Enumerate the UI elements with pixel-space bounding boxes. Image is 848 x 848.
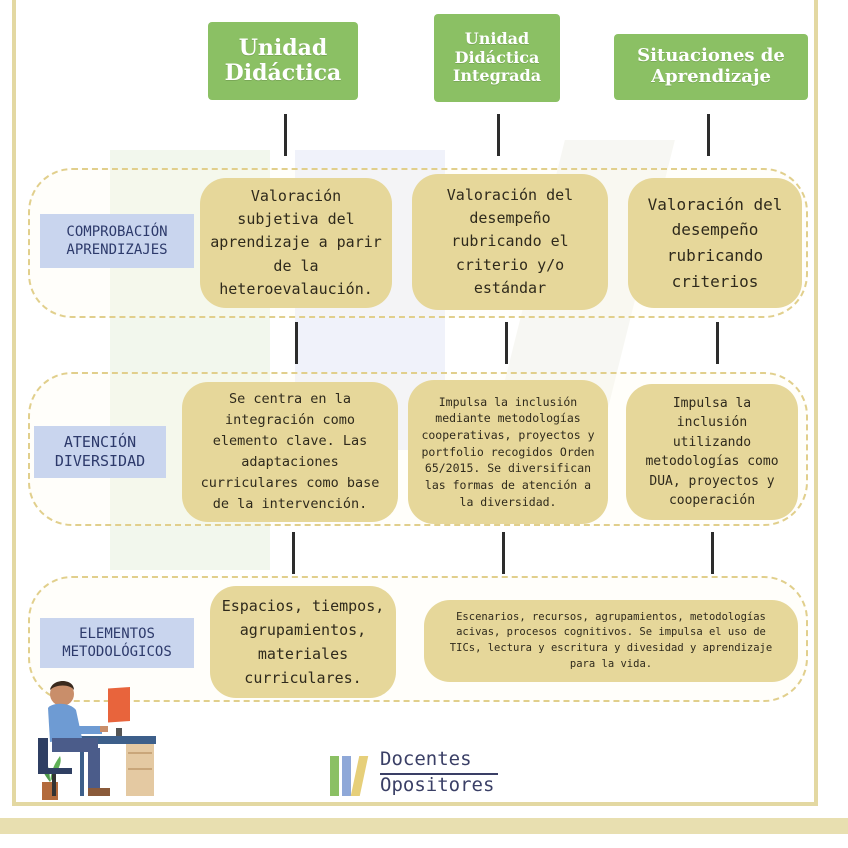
cell-comprobacion-unidad-integrada: Valoración del desempeño rubricando el c… [412, 174, 608, 310]
cell-comprobacion-situaciones: Valoración del desempeño rubricando crit… [628, 178, 802, 308]
cell-elementos-unidad-didactica: Espacios, tiempos, agrupamientos, materi… [210, 586, 396, 698]
connector-line [711, 532, 714, 574]
cell-atencion-unidad-didactica: Se centra en la integración como element… [182, 382, 398, 522]
cell-elementos-integrada-situaciones: Escenarios, recursos, agrupamientos, met… [424, 600, 798, 682]
connector-line [716, 322, 719, 364]
person-at-computer-illustration [38, 681, 156, 800]
row-label-elementos: ELEMENTOS METODOLÓGICOS [40, 618, 194, 668]
connector-line [502, 532, 505, 574]
docentes-opositores-logo: Docentes Opositores [330, 748, 520, 802]
logo-text-line2: Opositores [380, 774, 495, 796]
logo-book-icon [350, 756, 369, 796]
header-situaciones-aprendizaje: Situaciones de Aprendizaje [614, 34, 808, 100]
cell-comprobacion-unidad-didactica: Valoración subjetiva del aprendizaje a p… [200, 178, 392, 308]
connector-line [505, 322, 508, 364]
logo-book-icon [330, 756, 339, 796]
connector-line [284, 114, 287, 156]
logo-text-line1: Docentes [380, 748, 472, 770]
header-unidad-didactica: Unidad Didáctica [208, 22, 358, 100]
logo-book-icon [342, 756, 351, 796]
bottom-band [0, 818, 848, 834]
connector-line [295, 322, 298, 364]
row-label-atencion: ATENCIÓN DIVERSIDAD [34, 426, 166, 478]
logo-divider [380, 773, 498, 775]
connector-line [707, 114, 710, 156]
connector-line [497, 114, 500, 156]
header-unidad-didactica-integrada: Unidad Didáctica Integrada [434, 14, 560, 102]
cell-atencion-situaciones: Impulsa la inclusión utilizando metodolo… [626, 384, 798, 520]
connector-line [292, 532, 295, 574]
cell-atencion-unidad-integrada: Impulsa la inclusión mediante metodologí… [408, 380, 608, 524]
row-label-comprobacion: COMPROBACIÓN APRENDIZAJES [40, 214, 194, 268]
